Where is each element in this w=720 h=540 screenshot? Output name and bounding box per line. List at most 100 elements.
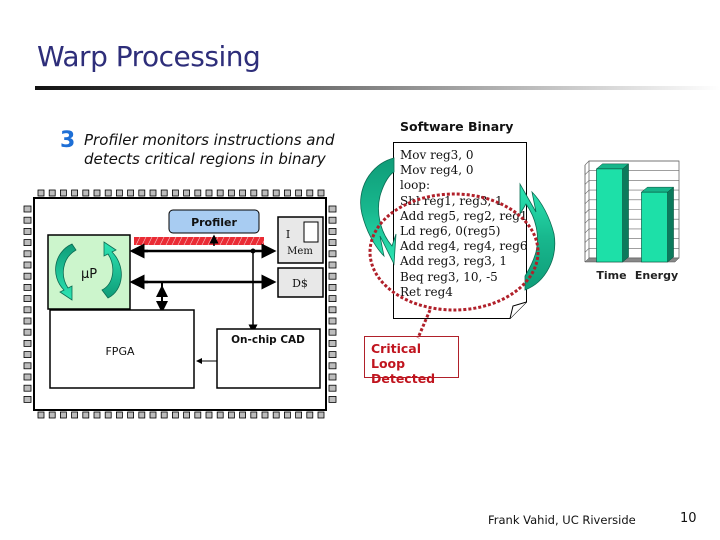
binary-line: Add reg3, reg3, 1 bbox=[400, 254, 508, 269]
chip-pin bbox=[328, 362, 337, 370]
data-cache-block bbox=[277, 267, 324, 298]
on-chip-cad-block bbox=[216, 328, 321, 389]
instruction-tick bbox=[165, 236, 171, 246]
chip-pin bbox=[23, 362, 32, 370]
chip-pin bbox=[205, 189, 213, 197]
chip-pin bbox=[306, 189, 314, 197]
chip-pin bbox=[328, 261, 337, 269]
chip-pin bbox=[283, 411, 291, 419]
chart-tick bbox=[584, 160, 590, 166]
chart-tick bbox=[584, 238, 590, 243]
bar-top-energy bbox=[640, 186, 675, 193]
chip-pin bbox=[250, 411, 258, 419]
chip-pin bbox=[23, 216, 32, 224]
fpga-block bbox=[49, 309, 195, 389]
chip-pins bbox=[23, 189, 337, 419]
cycle-arrow-right-large-icon bbox=[519, 182, 556, 291]
chip-pin bbox=[272, 411, 280, 419]
binary-document bbox=[393, 142, 527, 319]
chip-pin bbox=[23, 339, 32, 347]
instruction-tick bbox=[171, 236, 177, 246]
chip-pin bbox=[149, 411, 157, 419]
chip-pin bbox=[328, 295, 337, 302]
critical-region-highlight bbox=[368, 192, 540, 312]
step-number: 3 bbox=[60, 128, 76, 153]
chip-pin bbox=[116, 189, 123, 197]
chart-bars bbox=[595, 163, 675, 263]
chip-pin bbox=[104, 189, 112, 197]
instruction-stream bbox=[134, 237, 264, 245]
instruction-tick bbox=[249, 236, 255, 246]
chip-pin bbox=[23, 228, 32, 235]
chip-pin bbox=[23, 239, 32, 246]
instruction-tick bbox=[255, 236, 261, 246]
chip-pin bbox=[216, 189, 224, 197]
chip-pin bbox=[328, 317, 337, 325]
chip-pin bbox=[328, 339, 337, 347]
binary-line: Mov reg4, 0 bbox=[400, 163, 474, 178]
cycle-arrow-right-icon bbox=[101, 241, 122, 299]
processor-label: µP bbox=[81, 267, 97, 282]
instruction-tick bbox=[147, 236, 153, 246]
chip-pin bbox=[149, 189, 157, 197]
chip-pin bbox=[261, 189, 269, 197]
chip-pin bbox=[160, 189, 168, 197]
chip-pin bbox=[127, 189, 134, 197]
chip-pin bbox=[183, 189, 191, 197]
chart-tick bbox=[584, 180, 590, 185]
x-tick-label: Time bbox=[596, 269, 626, 282]
chip-pin bbox=[23, 351, 32, 359]
chip-pin bbox=[23, 295, 32, 302]
instruction-tick bbox=[219, 236, 225, 246]
binary-overlay bbox=[360, 157, 556, 339]
binary-line: Beq reg3, 10, -5 bbox=[400, 269, 498, 284]
chip-pin bbox=[328, 351, 337, 359]
chart-tick bbox=[584, 170, 590, 175]
chip-pin bbox=[227, 189, 235, 197]
critical-loop-callout: Critical Loop Detected bbox=[364, 336, 459, 386]
instruction-tick bbox=[237, 236, 243, 246]
chart-tick bbox=[584, 189, 590, 195]
x-tick-label: Energy bbox=[635, 269, 678, 282]
dcache-label: D$ bbox=[292, 277, 308, 290]
instruction-tick bbox=[189, 236, 195, 246]
instruction-tick bbox=[231, 236, 237, 246]
chart-tick bbox=[584, 209, 590, 214]
chip-pin bbox=[272, 189, 280, 197]
chip-pin bbox=[295, 189, 303, 197]
chip-pin bbox=[317, 411, 325, 419]
bar-side-energy bbox=[667, 186, 674, 263]
chip-pin bbox=[171, 411, 179, 419]
binary-line: Add reg4, reg4, reg6 bbox=[400, 239, 528, 254]
software-binary-title: Software Binary bbox=[400, 119, 514, 134]
chip-pin bbox=[328, 328, 337, 336]
cad-label: On-chip CAD bbox=[231, 334, 305, 346]
chip-pin bbox=[328, 216, 337, 224]
instruction-tick bbox=[201, 236, 207, 246]
chip-pin bbox=[328, 250, 337, 258]
chip-pin bbox=[171, 189, 179, 197]
chip-pin bbox=[116, 411, 123, 419]
binary-line: Add reg5, reg2, reg1 bbox=[400, 208, 528, 223]
time-energy-chart: Time Energy bbox=[584, 160, 680, 282]
chip-pin bbox=[23, 306, 32, 314]
chip-pin bbox=[261, 411, 269, 419]
chip-pin bbox=[23, 284, 32, 291]
chip-pin bbox=[328, 228, 337, 235]
step-text-line-1: Profiler monitors instructions and bbox=[84, 131, 335, 149]
chip-pin bbox=[205, 411, 213, 419]
binary-line: Ret reg4 bbox=[400, 284, 453, 299]
chip-pin bbox=[82, 411, 90, 419]
document-icon bbox=[303, 221, 319, 243]
instruction-tick bbox=[153, 236, 159, 246]
chip-pin bbox=[328, 384, 337, 392]
chart-labels: Time Energy bbox=[596, 269, 678, 282]
chip-pin bbox=[23, 205, 32, 213]
bar-energy bbox=[641, 191, 668, 263]
chip-pin bbox=[328, 373, 337, 381]
binary-line: Ld reg6, 0(reg5) bbox=[400, 223, 501, 238]
binary-line: Mov reg3, 0 bbox=[400, 148, 474, 162]
chip-pin bbox=[37, 411, 45, 419]
chip-pin bbox=[194, 189, 202, 197]
